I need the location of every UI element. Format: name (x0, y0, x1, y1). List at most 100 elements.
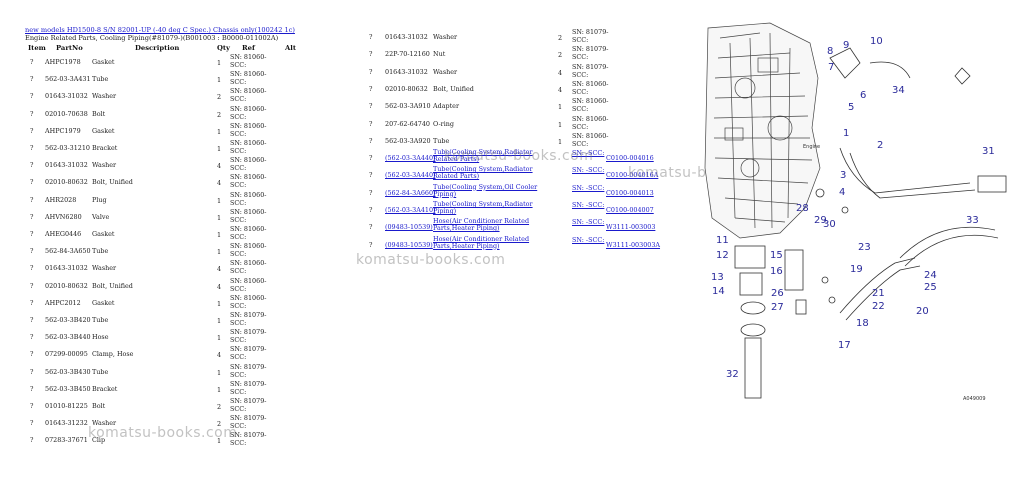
cell-ref: SN: 81079-SCC: (572, 62, 609, 79)
cell-part-no: 01643-31032 (45, 161, 88, 170)
cell-ref[interactable]: SN: -SCC: (572, 201, 605, 209)
callout-number: 8 (827, 46, 833, 57)
cell-description[interactable]: Tube(Cooling System,Radiator Piping) (433, 200, 533, 215)
callout-number: 3 (840, 170, 846, 181)
cell-description[interactable]: Hose(Air Conditioner Related Parts,Heate… (433, 234, 530, 250)
cell-qty: 1 (217, 127, 222, 136)
cell-part-no: 562-03-3A431 (45, 75, 91, 84)
cell-description: Washer (433, 33, 458, 41)
cell-item: ? (30, 298, 34, 307)
col-ref: Ref (242, 44, 255, 52)
cell-ref: SN: 81060-SCC: (230, 276, 267, 293)
cell-part-no[interactable]: (562-03-3A410) (385, 206, 436, 214)
callout-number: 1 (843, 128, 849, 139)
cell-item: ? (369, 223, 373, 232)
cell-item: ? (30, 144, 34, 152)
cell-ref: SN: 81060-SCC: (230, 121, 267, 138)
cell-ref: SN: 81079-SCC: (230, 379, 267, 396)
table-row[interactable]: ?(562-84-3A660)Tube(Cooling System,Oil C… (0, 182, 700, 201)
cell-part-no: 562-03-3B430 (45, 367, 91, 376)
cell-part-no[interactable]: (09483-10539) (385, 240, 433, 249)
cell-description: Plug (92, 195, 107, 204)
cell-description: Tube (92, 247, 109, 256)
sheet-link[interactable]: C0100-004016A (606, 171, 659, 180)
cell-part-no: 07299-00095 (45, 350, 88, 359)
table-row[interactable]: ? (09483-10539)Hose(Air Conditioner Relat… (0, 218, 700, 235)
cell-part-no: 01643-31032 (45, 92, 88, 101)
cell-ref[interactable]: SN: -SCC: (572, 183, 605, 192)
cell-description: Bolt, Unified (92, 178, 133, 187)
cell-part-no: 01643-31232 (45, 419, 88, 428)
figure-id: A049009 (963, 396, 986, 402)
model-link[interactable]: new models HD1500-8 S/N 82001-UP (-40 de… (25, 26, 295, 34)
cell-item: ? (30, 264, 34, 273)
cell-ref: SN: 81060-SCC: (230, 259, 267, 276)
cell-item: ? (30, 436, 34, 445)
cell-ref: SN: 81060-SCC: (230, 242, 267, 259)
cell-ref: SN: 81079-SCC: (230, 328, 267, 345)
cell-item: ? (30, 92, 34, 101)
cell-item: ? (30, 384, 34, 393)
callout-number: 4 (839, 187, 845, 198)
cell-part-no: 562-03-3B450 (45, 384, 91, 393)
callout-number: 16 (770, 266, 783, 277)
cell-ref: SN: 81060-SCC: (230, 70, 267, 87)
cell-qty: 1 (217, 145, 222, 153)
cell-qty: 1 (217, 59, 222, 67)
callout-number: 9 (843, 40, 849, 51)
table-row[interactable]: ? (09483-10539)Hose(Air Conditioner Relat… (0, 234, 700, 253)
sheet-link[interactable]: C0100-004007 (606, 206, 654, 214)
cell-ref: SN: 81079-SCC: (230, 414, 267, 431)
cell-item: ? (30, 316, 34, 324)
sheet-link[interactable]: W3111-003003 (606, 223, 656, 232)
cell-description[interactable]: Tube(Cooling System,Radiator Related Par… (433, 165, 533, 181)
callout-number: 33 (966, 215, 979, 226)
cell-item: ? (369, 206, 373, 214)
cell-qty: 2 (558, 34, 563, 42)
cell-ref[interactable]: SN: -SCC: (572, 218, 605, 227)
cell-part-no[interactable]: (09483-10539) (385, 223, 433, 232)
callout-number: 6 (860, 90, 866, 101)
cell-ref: SN: 81060-SCC: (230, 293, 267, 310)
cell-item: ? (30, 402, 34, 410)
cell-ref: SN: 81060-SCC: (572, 97, 609, 114)
cell-description[interactable]: Tube(Cooling System,Oil Cooler Piping) (433, 182, 538, 198)
cell-item: ? (30, 247, 34, 256)
cell-ref: SN: 81079-SCC: (230, 311, 267, 327)
cell-part-no[interactable]: (562-03-3A440) (385, 171, 436, 180)
cell-description[interactable]: Hose(Air Conditioner Related Parts,Heate… (433, 217, 530, 233)
cell-item: ? (30, 126, 34, 135)
cell-ref[interactable]: SN: -SCC: (572, 149, 605, 158)
sheet-link[interactable]: C0100-004016 (606, 154, 654, 163)
sheet-link[interactable]: C0100-004013 (606, 188, 654, 197)
table-row[interactable]: ?(562-03-3A440)Tube(Cooling System,Radia… (0, 149, 700, 166)
cell-ref[interactable]: SN: -SCC: (572, 235, 605, 244)
cell-part-no: 562-03-31210 (45, 144, 90, 152)
cell-item: ? (369, 240, 373, 249)
sheet-link[interactable]: W3111-003003A (606, 240, 661, 249)
cell-part-no: 562-03-3A910 (385, 102, 431, 111)
cell-description: Bracket (92, 384, 118, 393)
cell-qty: 1 (217, 385, 222, 394)
table-row[interactable]: ?(562-03-3A440)Tube(Cooling System,Radia… (0, 166, 700, 183)
cell-description[interactable]: Tube(Cooling System,Radiator Related Par… (433, 148, 533, 164)
cell-ref[interactable]: SN: -SCC: (572, 166, 605, 175)
table-row[interactable]: ? (562-03-3A410)Tube(Cooling System,Radia… (0, 201, 700, 218)
cell-ref: SN: 81060-SCC: (230, 53, 267, 69)
cell-part-no[interactable]: (562-03-3A440) (385, 154, 436, 163)
cell-item: ? (369, 33, 373, 41)
callout-number: 13 (711, 272, 724, 283)
cell-part-no[interactable]: (562-84-3A660) (385, 188, 436, 197)
cell-part-no: 01010-81225 (45, 402, 88, 410)
callout-number: 21 (872, 288, 885, 299)
